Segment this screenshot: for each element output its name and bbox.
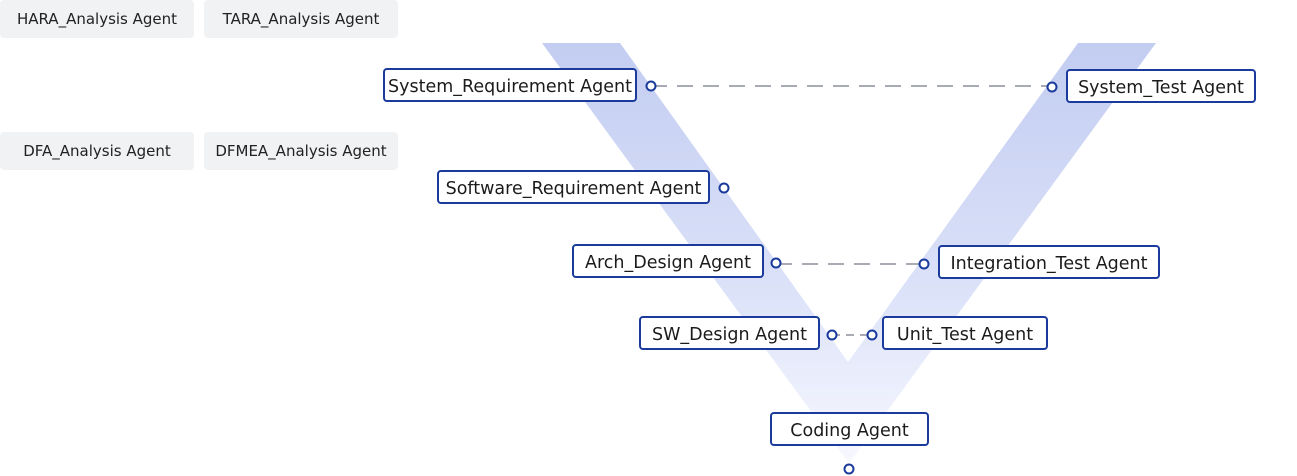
system-test-port[interactable] <box>1046 81 1058 93</box>
hara-analysis-agent-chip[interactable]: HARA_Analysis Agent <box>0 0 194 38</box>
arch-design-agent-node[interactable]: Arch_Design Agent <box>572 244 764 278</box>
system-requirement-agent-node[interactable]: System_Requirement Agent <box>383 68 637 102</box>
system-test-agent-node[interactable]: System_Test Agent <box>1066 69 1256 103</box>
arch-design-port[interactable] <box>770 257 782 269</box>
coding-port[interactable] <box>843 463 855 475</box>
sw-design-port[interactable] <box>826 329 838 341</box>
dfmea-analysis-agent-chip[interactable]: DFMEA_Analysis Agent <box>204 132 398 170</box>
system-requirement-port[interactable] <box>645 80 657 92</box>
integration-test-port[interactable] <box>918 258 930 270</box>
software-requirement-agent-node[interactable]: Software_Requirement Agent <box>437 170 710 204</box>
unit-test-agent-node[interactable]: Unit_Test Agent <box>882 316 1048 350</box>
tara-analysis-agent-chip[interactable]: TARA_Analysis Agent <box>204 0 398 38</box>
unit-test-port[interactable] <box>866 329 878 341</box>
coding-agent-node[interactable]: Coding Agent <box>770 412 929 446</box>
v-band-shape <box>542 43 1156 462</box>
software-requirement-port[interactable] <box>718 182 730 194</box>
sw-design-agent-node[interactable]: SW_Design Agent <box>639 316 820 350</box>
dfa-analysis-agent-chip[interactable]: DFA_Analysis Agent <box>0 132 194 170</box>
integration-test-agent-node[interactable]: Integration_Test Agent <box>938 245 1160 279</box>
